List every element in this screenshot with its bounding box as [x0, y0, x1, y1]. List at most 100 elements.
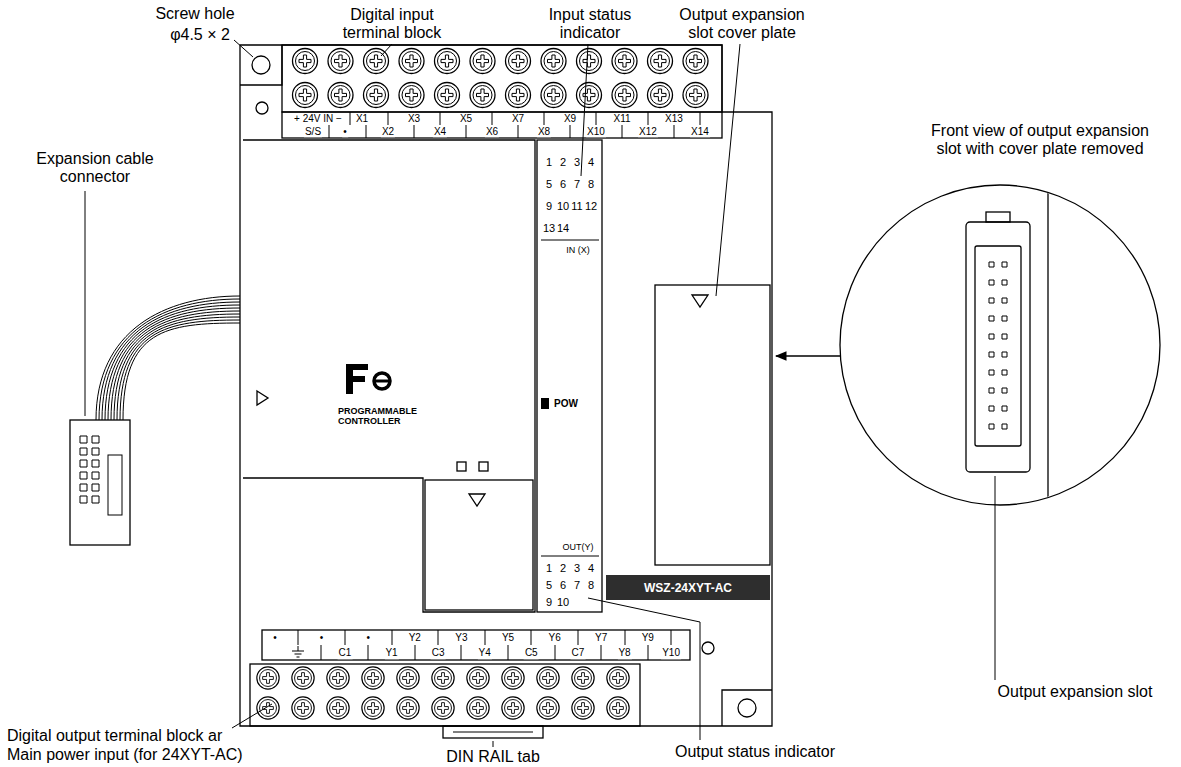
terminal-screw — [541, 83, 566, 108]
terminal-label: • — [365, 632, 371, 644]
screw-hole — [738, 699, 756, 717]
indicator-number: 5 — [545, 579, 553, 592]
terminal-screw — [502, 667, 524, 689]
expansion-slot-cover — [655, 285, 770, 565]
terminal-screw — [577, 49, 602, 74]
terminal-screw — [683, 83, 708, 108]
terminal-screw — [467, 667, 489, 689]
terminal-screw — [502, 697, 524, 719]
terminal-label: • — [319, 632, 325, 644]
terminal-label: Y4 — [478, 647, 492, 659]
terminal-label: X2 — [381, 126, 395, 138]
leader-line — [493, 741, 494, 747]
terminal-screw — [435, 49, 460, 74]
terminal-label: C7 — [570, 647, 585, 659]
indicator-number: 7 — [573, 178, 581, 191]
cover-triangle — [469, 494, 485, 506]
leader-lines — [85, 40, 995, 747]
callout-label: Output expansion slot — [997, 683, 1154, 701]
output-label-strip — [262, 630, 690, 660]
terminal-screw — [399, 83, 424, 108]
indicator-number: 11 — [570, 200, 583, 213]
ribbon-wire — [120, 320, 240, 420]
terminal-label: Y6 — [547, 632, 561, 644]
terminal-screw — [328, 83, 353, 108]
terminal-screw — [397, 697, 419, 719]
terminal-screw — [362, 697, 384, 719]
terminal-label: X1 — [355, 113, 369, 125]
indicator-number: 9 — [545, 200, 553, 213]
ribbon-wire — [102, 302, 240, 420]
terminal-screw — [537, 667, 559, 689]
terminal-screw — [435, 83, 460, 108]
terminal-label: X9 — [563, 113, 577, 125]
leader-line — [716, 44, 740, 296]
callout-label: Screw hole — [154, 5, 235, 23]
callout-label: Front view of output expansion slot with… — [922, 122, 1159, 159]
ribbon-wire — [99, 299, 240, 420]
panel-label: POW — [553, 398, 579, 410]
terminal-screw — [506, 83, 531, 108]
terminal-screw — [612, 49, 637, 74]
terminal-label: S/S — [304, 126, 322, 138]
ribbon-wire — [108, 308, 240, 420]
terminal-label: • — [342, 126, 348, 138]
indicator-number: 14 — [556, 222, 570, 235]
ribbon-wire — [111, 311, 240, 420]
terminal-screw — [612, 83, 637, 108]
terminal-label: Y10 — [661, 647, 681, 659]
slot-pins — [989, 262, 1007, 429]
indicator-number: 4 — [587, 156, 595, 169]
housing-outline — [240, 45, 772, 726]
terminal-screw — [364, 83, 389, 108]
indicator-number: 8 — [587, 178, 595, 191]
terminal-label: X10 — [586, 126, 606, 138]
terminal-screw — [362, 667, 384, 689]
terminal-screw — [648, 49, 673, 74]
port-cover — [425, 480, 533, 610]
terminal-screw — [327, 697, 349, 719]
logo-bar — [375, 380, 389, 383]
terminal-screw — [327, 667, 349, 689]
input-label-strip — [282, 112, 722, 138]
panel-rule — [541, 240, 599, 241]
callout-label: DIN RAIL tab — [445, 748, 541, 766]
din-rail-tab — [443, 726, 543, 738]
leader-line — [232, 704, 272, 728]
mounting-tab — [722, 690, 772, 726]
input-terminal-block — [282, 45, 722, 112]
indicator-number: 13 — [542, 222, 556, 235]
terminal-label: X11 — [612, 113, 631, 125]
ribbon-wire — [117, 317, 240, 420]
indicator-number: 2 — [559, 156, 567, 169]
terminal-screw — [470, 83, 495, 108]
terminal-label: X6 — [485, 126, 499, 138]
ribbon-wire — [96, 296, 240, 420]
terminal-label: • — [272, 632, 278, 644]
terminal-screw — [577, 83, 602, 108]
locating-hole — [702, 642, 714, 654]
connector-latch — [108, 455, 122, 515]
cable-connector — [70, 420, 130, 545]
terminal-label: Y3 — [454, 632, 468, 644]
leader-line — [381, 44, 392, 56]
label-strip-divider — [321, 645, 648, 660]
connector-pins — [80, 436, 99, 503]
terminal-screw — [541, 49, 566, 74]
hole-size: φ4.5 × 2 — [169, 26, 231, 44]
expansion-cable — [70, 296, 240, 545]
label-strip-divider — [350, 112, 700, 125]
model-name: WSZ-24XYT-AC — [644, 581, 732, 595]
side-triangle — [257, 391, 268, 405]
ribbon-wire — [105, 305, 240, 420]
indicator-number: 1 — [545, 156, 553, 169]
terminal-screw — [607, 697, 629, 719]
locating-hole — [256, 102, 268, 114]
terminal-screws — [257, 49, 708, 720]
model-badge: WSZ-24XYT-AC — [606, 575, 770, 600]
slot-detail — [966, 180, 1048, 510]
terminal-screw — [467, 697, 489, 719]
terminal-label: + 24V IN − — [293, 113, 343, 125]
callout-label: Output status indicator — [674, 743, 836, 761]
terminal-label: Y2 — [408, 632, 422, 644]
